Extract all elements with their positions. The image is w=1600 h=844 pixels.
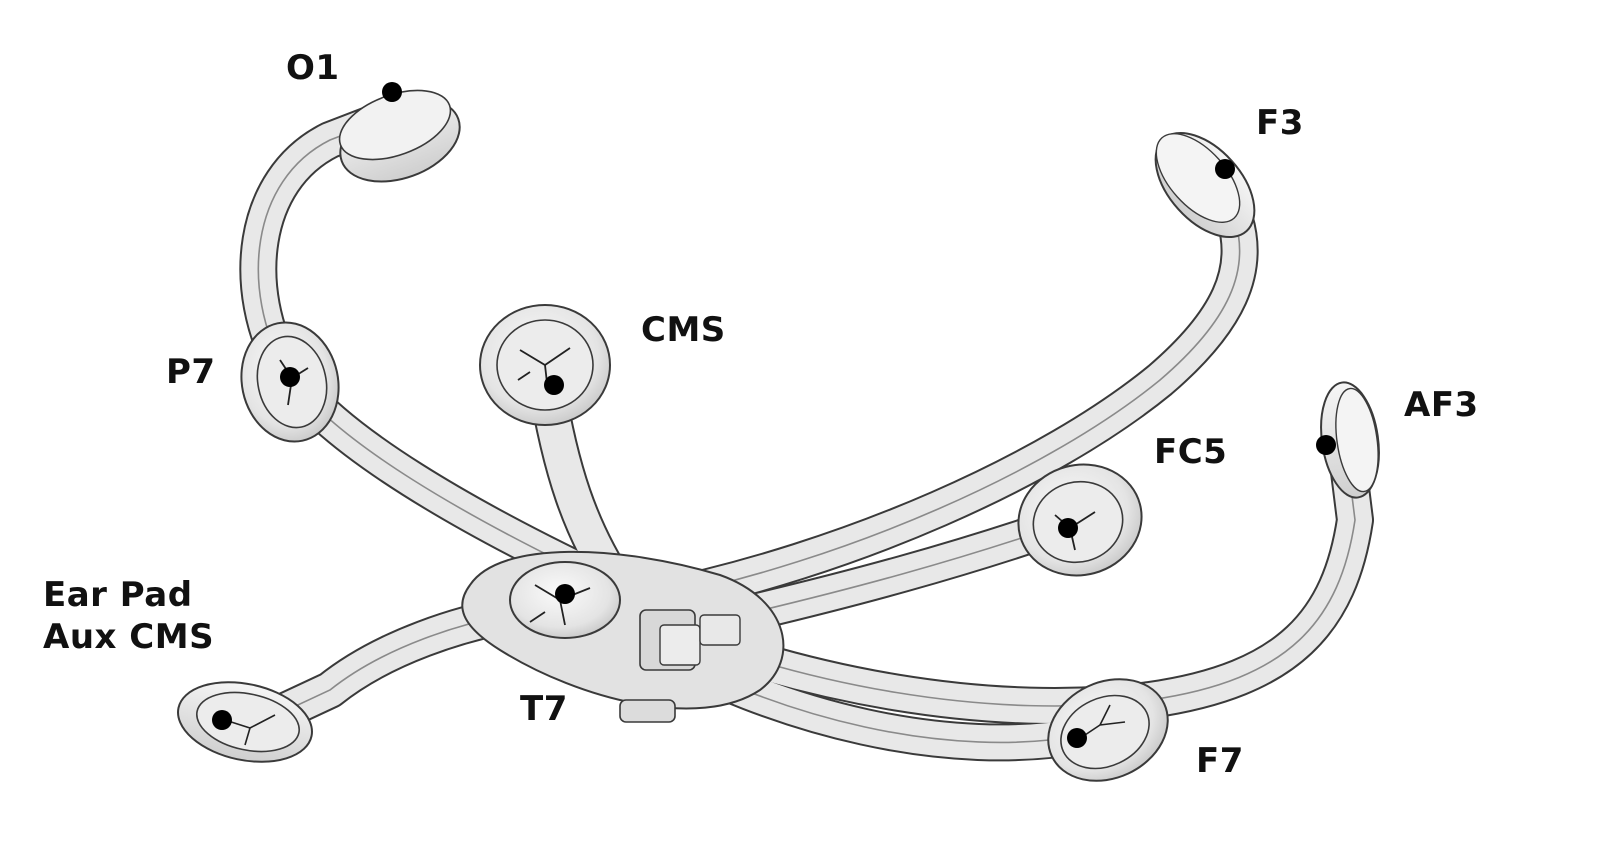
sensor-pod-af3 xyxy=(1320,381,1380,499)
label-fc5: FC5 xyxy=(1154,432,1228,472)
marker-p7 xyxy=(280,367,300,387)
sensor-pod-ear-pad xyxy=(177,681,313,763)
marker-f7 xyxy=(1067,728,1087,748)
label-cms: CMS xyxy=(641,310,726,350)
marker-t7 xyxy=(555,584,575,604)
label-af3: AF3 xyxy=(1404,385,1479,425)
label-ear-pad-line1: Ear Pad xyxy=(43,575,193,615)
label-p7: P7 xyxy=(166,352,216,392)
sensor-pod-fc5 xyxy=(1017,463,1143,577)
marker-f3 xyxy=(1215,159,1235,179)
sensor-pod-f7 xyxy=(1047,678,1169,782)
label-f3: F3 xyxy=(1256,103,1304,143)
label-t7: T7 xyxy=(520,689,568,729)
marker-fc5 xyxy=(1058,518,1078,538)
sensor-pod-f3 xyxy=(1154,132,1256,238)
sensor-pod-o1 xyxy=(338,89,461,183)
electrode-markers xyxy=(212,82,1336,748)
label-ear-pad-line2: Aux CMS xyxy=(43,617,215,657)
label-f7: F7 xyxy=(1196,741,1244,781)
sensor-pod-cms xyxy=(479,304,611,426)
marker-af3 xyxy=(1316,435,1336,455)
label-ear-pad: Ear Pad Aux CMS xyxy=(43,574,214,658)
label-o1: O1 xyxy=(286,48,340,88)
marker-o1 xyxy=(382,82,402,102)
marker-cms xyxy=(544,375,564,395)
marker-ear-pad xyxy=(212,710,232,730)
